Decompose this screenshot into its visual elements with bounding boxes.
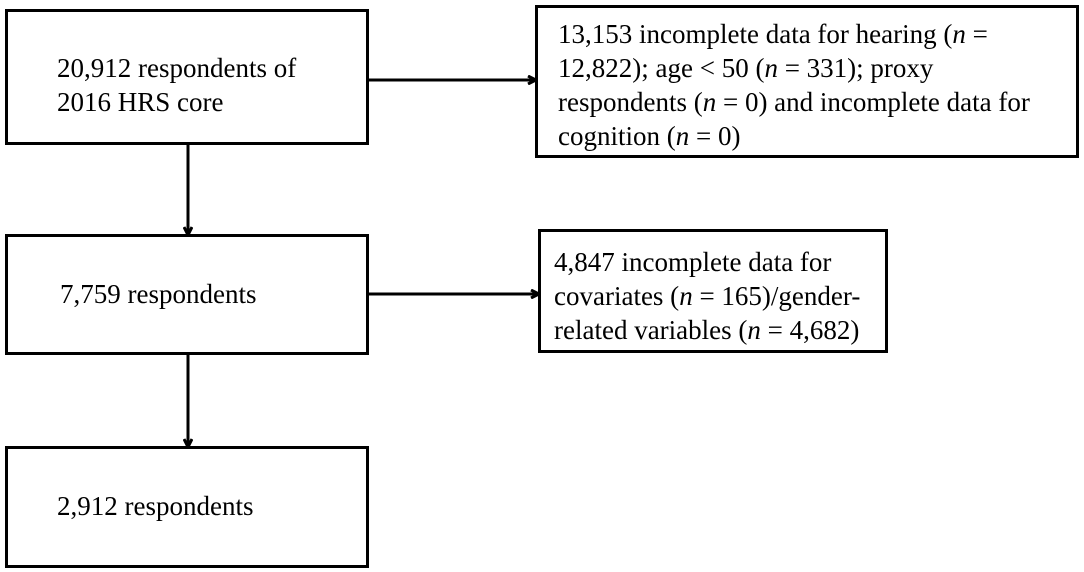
exclusion-1-line-4: cognition (n = 0) [558,121,741,151]
exclusion-box-1: 13,153 incomplete data for hearing (n = … [535,5,1079,158]
exclusion-1-line-1: 13,153 incomplete data for hearing (n = [558,19,988,49]
exclusion-2-line-3: related variables (n = 4,682) [554,315,860,345]
start-box: 20,912 respondents of 2016 HRS core [5,9,369,145]
exclusion-box-2: 4,847 incomplete data for covariates (n … [538,229,888,353]
start-box-text: 20,912 respondents of 2016 HRS core [57,51,296,119]
exclusion-1-line-3: respondents (n = 0) and incomplete data … [558,87,1030,117]
middle-box: 7,759 respondents [5,234,369,355]
exclusion-2-line-2: covariates (n = 165)/gender- [554,281,861,311]
final-box: 2,912 respondents [5,446,369,568]
start-line-2: 2016 HRS core [57,87,224,117]
exclusion-1-line-2: 12,822); age < 50 (n = 331); proxy [558,53,934,83]
middle-box-text: 7,759 respondents [60,279,257,309]
final-box-text: 2,912 respondents [57,491,254,521]
start-line-1: 20,912 respondents of [57,53,297,83]
exclusion-1-text: 13,153 incomplete data for hearing (n = … [558,17,1073,153]
exclusion-2-text: 4,847 incomplete data for covariates (n … [554,245,884,347]
exclusion-2-line-1: 4,847 incomplete data for [554,247,832,277]
